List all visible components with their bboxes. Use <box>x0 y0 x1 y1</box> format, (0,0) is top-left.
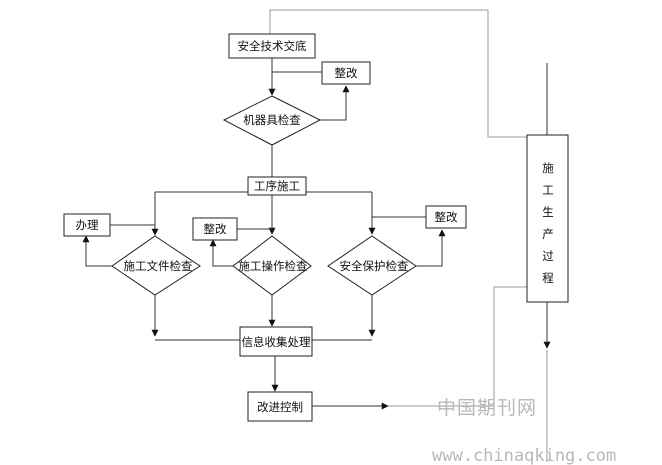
watermark: 中国期刊网 www.chinaqking.com <box>432 397 616 465</box>
construction-process-label: 施工生产过程 <box>542 161 554 285</box>
safety-protection-check-node: 安全保护检查 <box>327 235 417 296</box>
doc-check-label: 施工文件检查 <box>124 259 193 273</box>
process-feedback-line <box>269 9 527 138</box>
arrow-doc-check-to-handle <box>82 235 112 267</box>
rectify-2-node: 整改 <box>192 217 238 241</box>
improvement-control-label: 改进控制 <box>257 400 303 414</box>
machine-check-node: 机器具检查 <box>222 95 322 146</box>
arrow-safety-to-rectify-3 <box>416 229 446 267</box>
info-processing-node: 信息收集处理 <box>239 326 313 357</box>
arrow-check-to-rectify-1 <box>320 85 350 121</box>
operation-check-node: 施工操作检查 <box>232 235 312 296</box>
handle-label: 办理 <box>76 218 99 232</box>
safety-briefing-node: 安全技术交底 <box>228 33 316 59</box>
rectify-3-node: 整改 <box>425 205 467 229</box>
line-improvement-to-process <box>388 286 527 407</box>
safety-protection-check-label: 安全保护检查 <box>340 259 409 273</box>
arrow-operation-to-rectify-2 <box>209 239 237 267</box>
improvement-control-node: 改进控制 <box>247 391 313 422</box>
operation-check-label: 施工操作检查 <box>239 259 308 273</box>
info-processing-label: 信息收集处理 <box>242 335 311 349</box>
machine-check-label: 机器具检查 <box>243 113 301 127</box>
construction-process-node: 施工生产过程 <box>526 134 569 303</box>
doc-check-node: 施工文件检查 <box>111 235 201 296</box>
watermark-title: 中国期刊网 <box>437 397 537 419</box>
process-construction-node: 工序施工 <box>247 176 307 196</box>
process-construction-label: 工序施工 <box>254 179 300 193</box>
rectify-2-label: 整改 <box>204 222 227 236</box>
handle-node: 办理 <box>63 213 111 237</box>
rectify-1-label: 整改 <box>335 66 358 80</box>
safety-briefing-label: 安全技术交底 <box>238 39 307 53</box>
watermark-url: www.chinaqking.com <box>432 446 616 465</box>
rectify-3-label: 整改 <box>435 210 458 224</box>
rectify-1-node: 整改 <box>321 61 371 85</box>
